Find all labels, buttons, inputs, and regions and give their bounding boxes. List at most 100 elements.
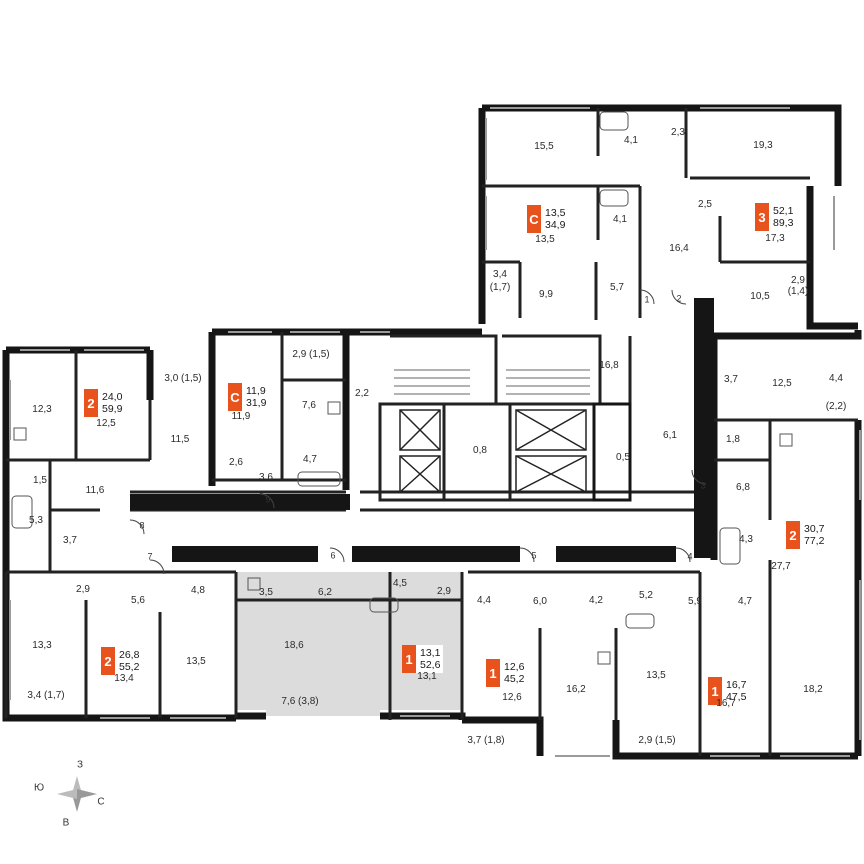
room-area-label: 11,6 [85,485,105,496]
total-area: 89,3 [773,217,794,229]
room-area-label: 4,5 [393,578,407,589]
room-area-label: 19,3 [753,140,773,151]
total-area: 31,9 [246,397,267,409]
room-area-label: (1,4) [787,286,809,297]
room-area-label: 6,0 [533,596,547,607]
compass-north-label: З [76,759,84,771]
total-area: 45,2 [504,673,525,685]
room-area-label: 12,3 [32,404,52,415]
room-area-label: (1,7) [489,282,511,293]
door-arcs [129,289,707,575]
door-number: 3 [700,480,706,491]
room-area-label: 4,1 [613,214,627,225]
room-count: С [228,383,242,411]
room-area-label: 0,8 [473,445,487,456]
highlighted-loggia-fill [266,688,380,716]
room-area-label: 4,7 [303,454,317,465]
room-area-label: 3,7 [724,374,738,385]
living-area: 30,7 [804,523,825,535]
room-area-label: 2,9 [791,275,805,286]
windows [9,107,861,757]
door-number: 9 [265,494,271,505]
room-area-label: 4,4 [477,595,491,606]
stair-treads [394,369,590,395]
room-area-label: 3,5 [259,587,273,598]
room-area-label: 4,7 [738,596,752,607]
room-count: 2 [101,647,115,675]
room-count: 1 [708,677,722,705]
room-area-label: 3,7 (1,8) [467,735,505,746]
room-area-label: 17,3 [765,233,785,244]
door-number: 2 [676,293,682,304]
room-area-label: 6,8 [736,482,750,493]
total-area: 59,9 [102,403,123,415]
room-area-label: 13,5 [186,656,206,667]
door-number: 6 [330,550,336,561]
living-area: 26,8 [119,649,140,661]
room-area-label: 3,0 (1,5) [164,373,202,384]
room-area-label: 13,5 [646,670,666,681]
room-area-label: 3,7 [63,535,77,546]
living-area: 11,9 [246,385,266,397]
room-area-label: 2,2 [355,388,369,399]
room-area-label: 13,1 [417,671,437,682]
living-area: 24,0 [102,391,123,403]
room-area-label: 16,2 [566,684,586,695]
room-area-label: 11,5 [170,434,190,445]
room-area-label: 3,4 (1,7) [27,690,65,701]
room-area-label: 2,5 [698,199,712,210]
compass-south-label: В [62,817,70,829]
room-area-label: (2,2) [825,401,847,412]
room-area-label: 1,5 [33,475,47,486]
room-area-label: 16,8 [599,360,619,371]
total-area: 47,5 [726,691,747,703]
room-area-label: 4,4 [829,373,843,384]
room-area-label: 15,5 [534,141,554,152]
room-area-label: 16,4 [669,243,689,254]
compass-west-label: Ю [33,782,45,794]
room-area-label: 4,2 [589,595,603,606]
living-area: 12,6 [504,661,525,673]
room-count: 1 [486,659,500,687]
room-area-label: 12,5 [772,378,792,389]
room-area-label: 5,2 [639,590,653,601]
room-area-label: 7,6 (3,8) [281,696,319,707]
elevator-shafts [399,409,587,493]
room-area-label: 4,3 [739,534,753,545]
room-area-label: 12,6 [502,692,522,703]
room-area-label: 6,1 [663,430,677,441]
room-area-label: 2,3 [671,127,685,138]
room-area-label: 5,3 [29,515,43,526]
total-area: 52,6 [420,659,441,671]
room-area-label: 13,4 [114,673,134,684]
compass-east-label: С [97,796,105,808]
corridor-bars [130,298,714,562]
room-area-label: 2,9 (1,5) [638,735,676,746]
room-area-label: 1,8 [726,434,740,445]
door-number: 7 [147,551,153,562]
living-area: 13,1 [420,647,441,659]
room-area-label: 9,9 [539,289,553,300]
room-area-label: 2,9 (1,5) [292,349,330,360]
room-area-label: 0,5 [616,452,630,463]
room-area-label: 13,3 [32,640,52,651]
plumbing-fixtures [11,111,793,665]
room-area-label: 4,1 [624,135,638,146]
room-area-label: 4,8 [191,585,205,596]
total-area: 34,9 [545,219,566,231]
living-area: 16,7 [726,679,747,691]
total-area: 77,2 [804,535,825,547]
room-area-label: 3,4 [493,269,507,280]
room-area-label: 16,7 [716,698,736,709]
room-area-label: 2,9 [437,586,451,597]
